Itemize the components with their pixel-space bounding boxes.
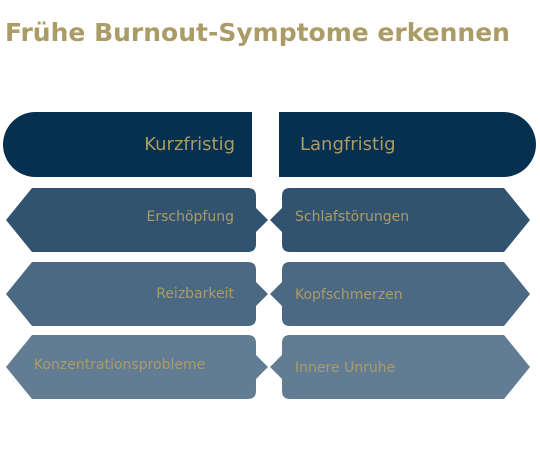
symptom-label-long-term: Kopfschmerzen xyxy=(295,287,403,303)
page-title: Frühe Burnout-Symptome erkennen xyxy=(5,18,510,47)
symptom-shape-right xyxy=(270,262,530,326)
symptom-label-short-term: Reizbarkeit xyxy=(156,286,234,302)
symptom-shape-left xyxy=(6,188,268,252)
symptom-shape-left xyxy=(6,262,268,326)
column-header-label: Langfristig xyxy=(300,134,396,155)
symptom-shape-left xyxy=(6,335,268,399)
symptom-shape-right xyxy=(270,335,530,399)
symptom-label-short-term: Erschöpfung xyxy=(146,209,234,225)
symptom-label-short-term: Konzentrationsprobleme xyxy=(34,357,206,373)
symptom-label-long-term: Schlafstörungen xyxy=(295,209,410,225)
symptom-label-long-term: Innere Unruhe xyxy=(295,360,396,376)
column-header-label: Kurzfristig xyxy=(144,134,235,155)
column-header-short-term: Kurzfristig xyxy=(3,112,252,177)
column-header-long-term: Langfristig xyxy=(279,112,536,177)
symptom-shape-right xyxy=(270,188,530,252)
